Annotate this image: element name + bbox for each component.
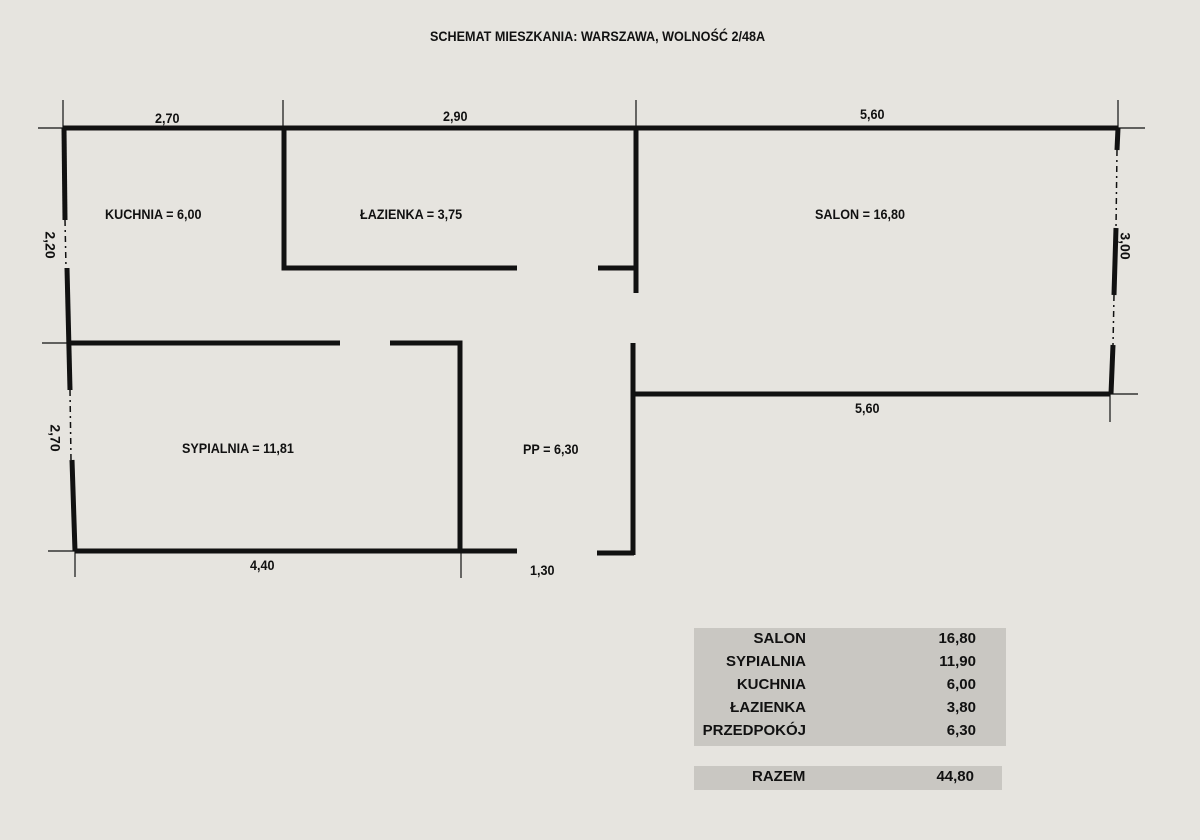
area-total-row: RAZEM 44,80 (694, 766, 1002, 790)
room-label-lazienka: ŁAZIENKA = 3,75 (360, 206, 463, 222)
total-value: 44,80 (936, 768, 974, 785)
total-label: RAZEM (752, 768, 806, 785)
extension-lines (38, 100, 1145, 578)
room-label-pp: PP = 6,30 (523, 441, 579, 457)
dim-bottom-sypialnia: 4,40 (250, 557, 275, 573)
wall-salon-right-2 (1111, 227, 1119, 296)
summary-value: 6,30 (946, 722, 976, 739)
plan-title: SCHEMAT MIESZKANIA: WARSZAWA, WOLNOŚĆ 2/… (430, 28, 766, 44)
dim-left-sypialnia: 2,70 (47, 424, 64, 452)
wall-salon-right-3 (1108, 344, 1116, 395)
wall-sypialnia-right (390, 340, 463, 551)
summary-value: 11,90 (939, 653, 976, 670)
dim-top-salon: 5,60 (860, 106, 885, 122)
dim-right-salon: 3,00 (1117, 232, 1134, 260)
wall-left-3 (69, 459, 78, 552)
dim-bottom-pp: 1,30 (530, 562, 555, 578)
summary-name: ŁAZIENKA (730, 699, 806, 716)
walls (61, 125, 1121, 556)
area-summary-table: SALON 16,80 SYPIALNIA 11,90 KUCHNIA 6,00… (694, 628, 1006, 746)
summary-name: SALON (753, 630, 807, 647)
dim-bottom-salon: 5,60 (855, 400, 880, 416)
room-label-salon: SALON = 16,80 (815, 206, 905, 222)
summary-value: 6,00 (946, 676, 976, 693)
dim-left-kuchnia: 2,20 (42, 231, 59, 259)
summary-value: 3,80 (946, 699, 976, 716)
dim-top-lazienka: 2,90 (443, 108, 468, 124)
wall-lazienka (281, 128, 517, 271)
wall-left-2 (64, 267, 73, 391)
dash-lines (64, 149, 1118, 461)
dim-top-kuchnia: 2,70 (155, 110, 180, 126)
wall-left-1 (61, 127, 68, 221)
summary-name: KUCHNIA (736, 676, 806, 693)
room-label-kuchnia: KUCHNIA = 6,00 (105, 206, 202, 222)
summary-value: 16,80 (938, 630, 976, 647)
wall-salon-right-1 (1114, 127, 1121, 151)
summary-name: PRZEDPOKÓJ (702, 722, 806, 739)
summary-name: SYPIALNIA (725, 653, 806, 670)
room-label-sypialnia: SYPIALNIA = 11,81 (182, 440, 294, 456)
